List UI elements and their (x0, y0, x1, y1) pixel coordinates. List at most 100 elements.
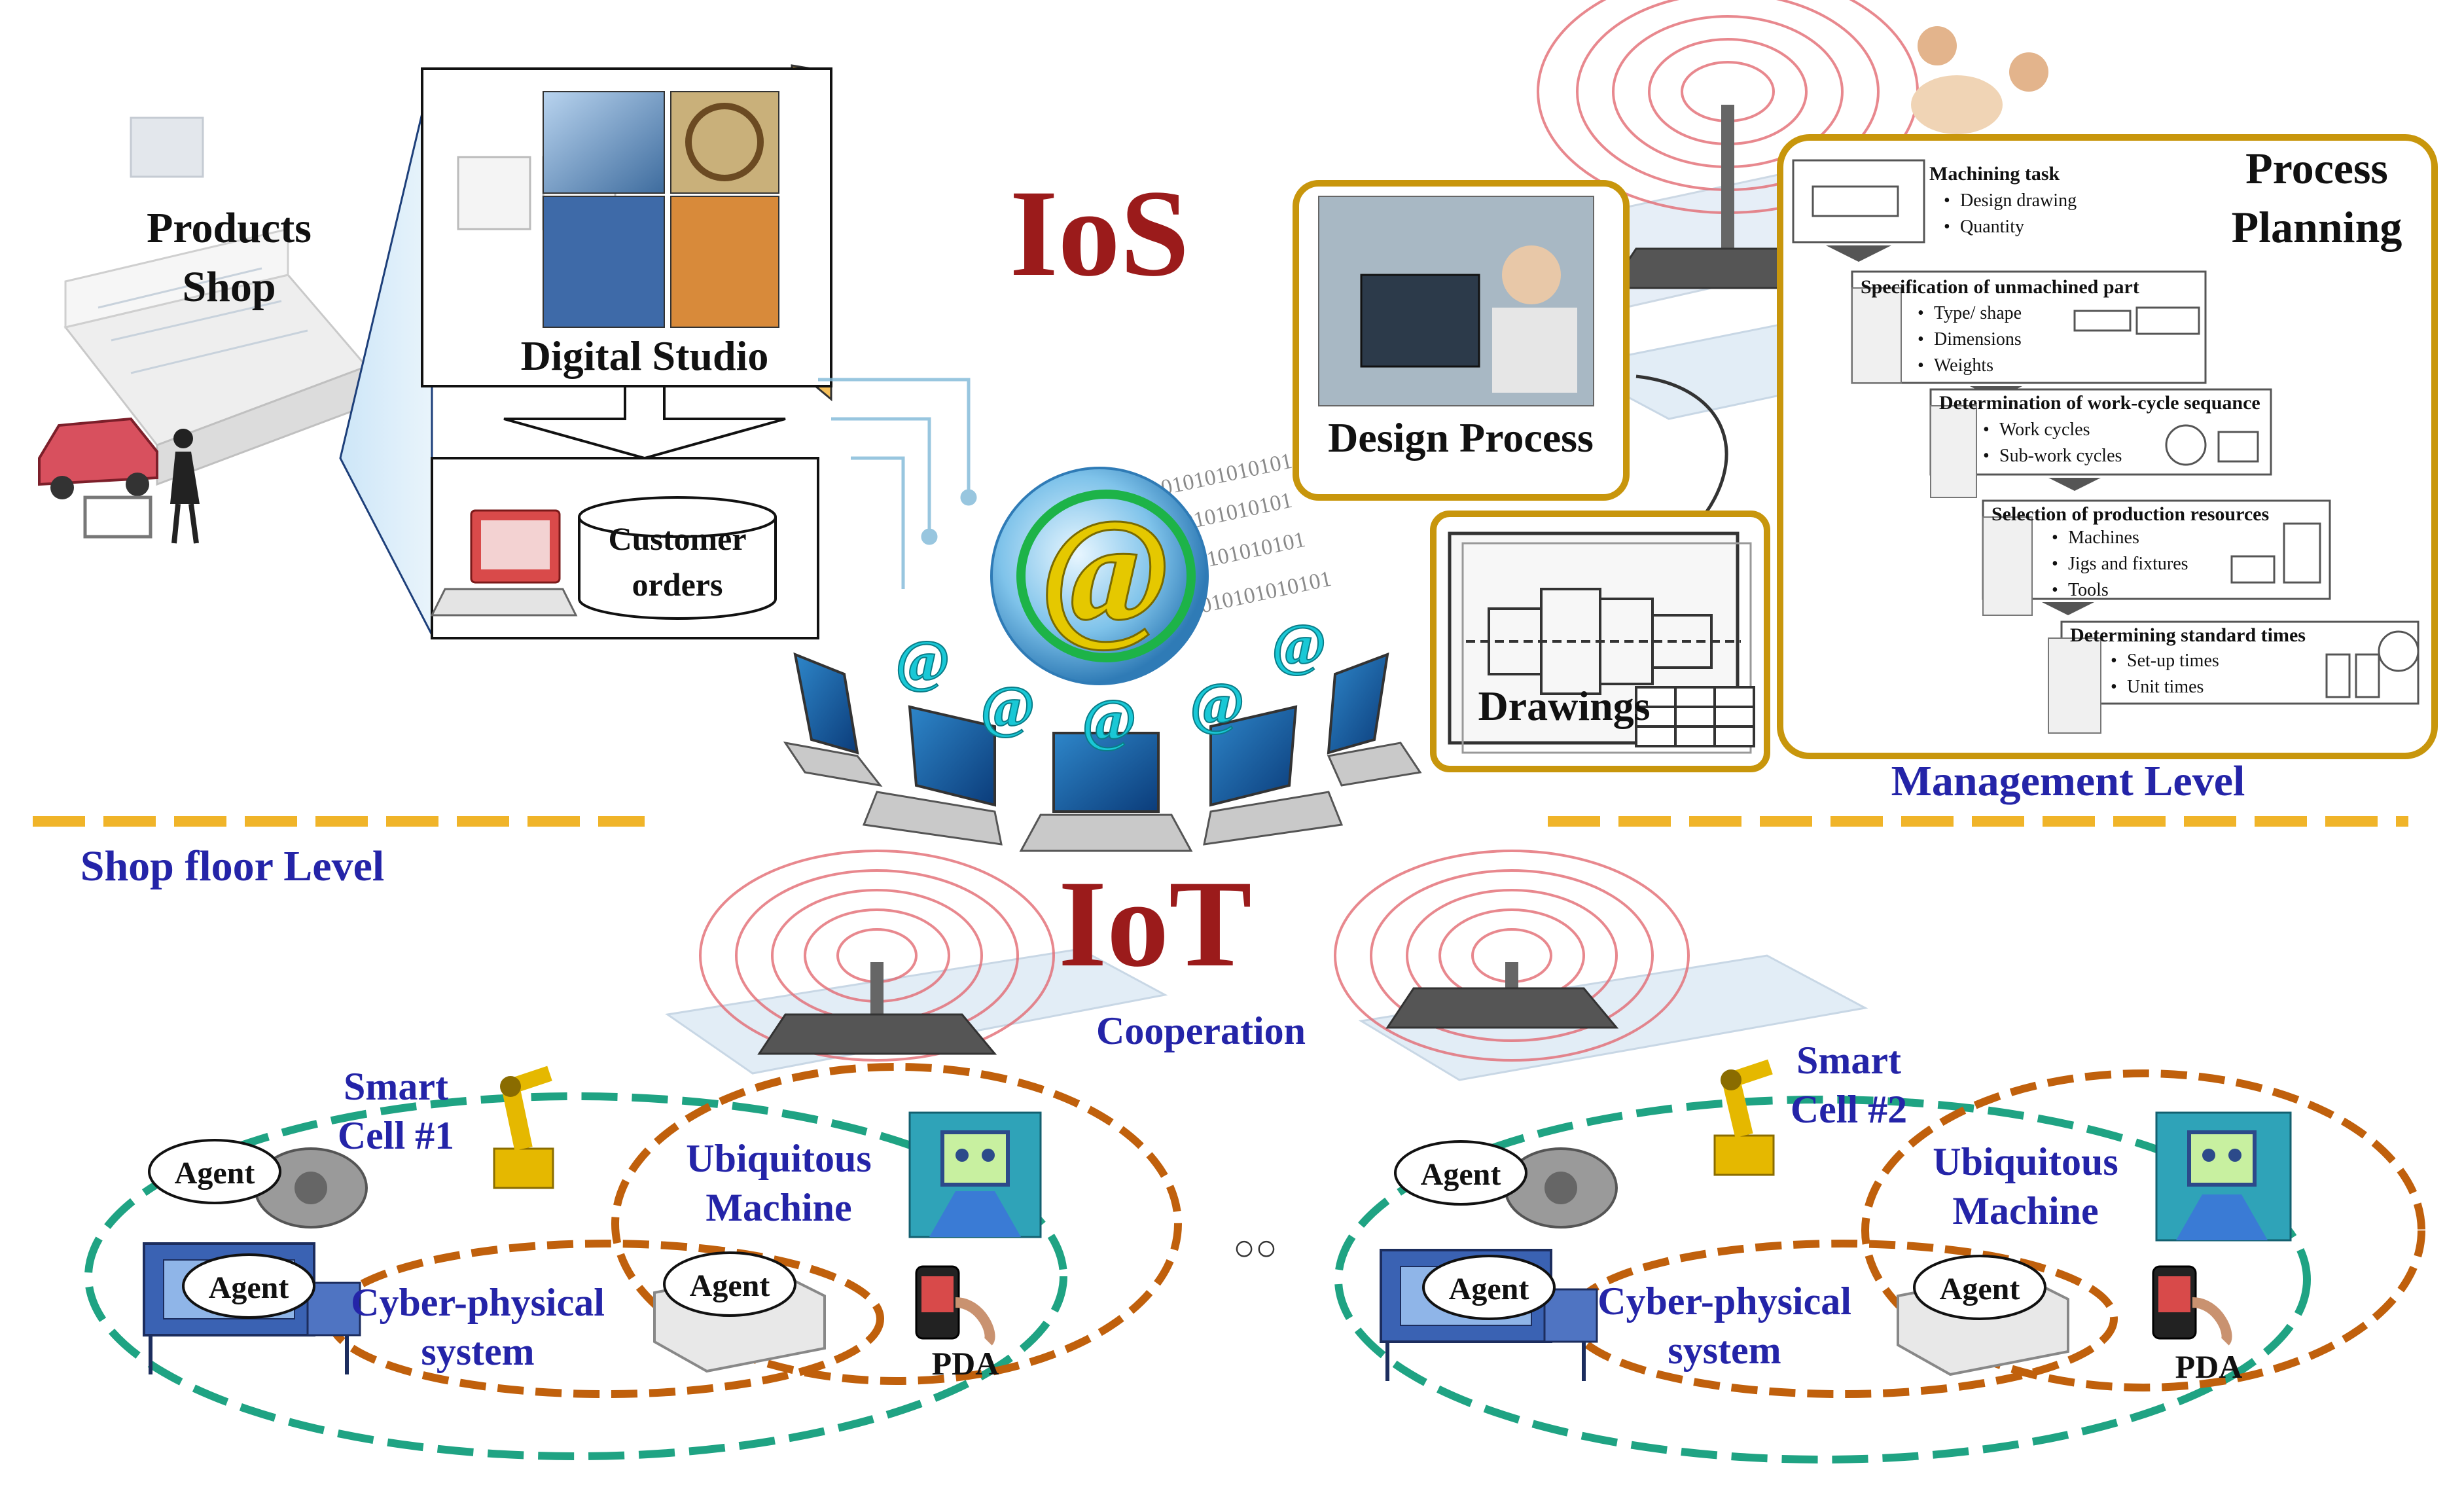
products-shop-illustration: Products Shop (38, 117, 368, 544)
customer-orders-label-1: Customer (608, 520, 746, 557)
planning-step-5: Determining standard times • Set-up time… (2048, 620, 2419, 734)
design-process-box: Design Process (1293, 180, 1630, 501)
digital-studio-label: Digital Studio (521, 332, 769, 379)
svg-text:•: • (1918, 355, 1924, 376)
steering-wheel-icon (685, 103, 764, 181)
svg-text:•: • (2052, 580, 2058, 600)
agent-label: Agent (209, 1270, 289, 1305)
svg-text:•: • (2111, 651, 2117, 671)
monitor-icon (1360, 274, 1480, 368)
smart-cell-2: Smart Cell #2 Agent Agent Cyber-physical… (1334, 1039, 2425, 1463)
smart-cell-1: Smart Cell #1 Agent Agent Cyber-physical… (84, 1063, 1182, 1460)
smart-cell-2-boundary (1334, 1096, 2311, 1463)
agent-badge (1913, 1255, 2046, 1320)
process-planning-box: Process Planning Machining task • Design… (1777, 134, 2438, 759)
svg-text:•: • (2111, 677, 2117, 697)
planning-step-1: Machining task • Design drawing • Quanti… (1792, 159, 2077, 262)
svg-text:•: • (1918, 329, 1924, 350)
at-symbol-4-icon: @ (1190, 672, 1245, 736)
ubiquitous-machine-1-boundary (611, 1063, 1182, 1385)
smart-cell-1-label-1: Smart (344, 1065, 448, 1108)
workers-icon (1911, 26, 2048, 134)
svg-text:Selection of production resour: Selection of production resources (1991, 503, 2269, 525)
svg-text:Weights: Weights (1934, 355, 1993, 376)
agent-badge (1422, 1255, 1556, 1320)
agent-label: Agent (1940, 1272, 2020, 1306)
svg-text:•: • (1918, 303, 1924, 323)
drawings-label: Drawings (1478, 683, 1650, 729)
planning-step-4: Selection of production resources • Mach… (1982, 499, 2331, 616)
process-planning-title-2: Planning (2232, 202, 2402, 252)
ubiquitous-machine-2-label-2: Machine (1952, 1189, 2098, 1232)
pda-label: PDA (2175, 1348, 2243, 1385)
laptop-3-icon (1019, 732, 1193, 852)
at-symbol-3-icon: @ (1082, 688, 1137, 753)
designer-icon (1502, 245, 1561, 304)
svg-text:Quantity: Quantity (1960, 217, 2024, 237)
cps-2-label-1: Cyber-physical (1598, 1280, 1851, 1323)
ubiquitous-machine-2-label-1: Ubiquitous (1933, 1140, 2118, 1183)
keys-photo (130, 117, 204, 178)
circuit-graphic (818, 378, 977, 589)
agent-label: Agent (690, 1268, 770, 1303)
cooperation-label: Cooperation (1096, 1009, 1306, 1052)
svg-text:Machining task: Machining task (1929, 163, 2060, 185)
svg-text:Work cycles: Work cycles (1999, 420, 2090, 440)
computer-icon (430, 509, 578, 617)
svg-text:Specification of unmachined pa: Specification of unmachined part (1861, 276, 2139, 298)
svg-text:Determining standard times: Determining standard times (2070, 624, 2306, 646)
smart-cell-1-boundary (84, 1092, 1067, 1460)
agent-badge (148, 1139, 281, 1204)
robot-arm-icon (493, 1066, 554, 1189)
at-symbol-icon: @ (1043, 488, 1168, 655)
ios-title: IoS (1010, 165, 1190, 302)
at-symbol-1-icon: @ (895, 629, 950, 694)
gearbox-icon (254, 1147, 368, 1229)
smart-cell-2-label-2: Cell #2 (1791, 1088, 1907, 1131)
pda-icon (915, 1265, 995, 1346)
svg-text:Machines: Machines (2068, 528, 2139, 548)
iot-title: IoT (1058, 855, 1252, 993)
laptop-1-icon (783, 652, 883, 787)
studio-photos (543, 91, 779, 328)
planning-step-3: Determination of work-cycle sequance • W… (1929, 388, 2272, 498)
svg-text:Sub-work cycles: Sub-work cycles (1999, 446, 2122, 466)
agent-label: Agent (1449, 1272, 1529, 1306)
cps-1-label-2: system (421, 1330, 534, 1373)
svg-text:Set-up times: Set-up times (2127, 651, 2219, 671)
design-process-label: Design Process (1328, 414, 1594, 461)
iot-antennas (665, 850, 1868, 1081)
more-cells-ellipsis: ○○ (1233, 1228, 1277, 1268)
management-level-label: Management Level (1891, 757, 2245, 805)
design-to-drawings-arrow (1635, 374, 1728, 528)
agent-badge (663, 1251, 796, 1317)
car-icon (38, 417, 158, 499)
arrow-down-icon (503, 385, 786, 460)
network-hub: 1010101010101 1010101010101 101010101010… (783, 449, 1422, 852)
pda-label: PDA (932, 1345, 999, 1382)
products-shop-label-1: Products (147, 204, 312, 252)
agent-label: Agent (1421, 1157, 1501, 1192)
ubiquitous-robot-icon (2155, 1111, 2292, 1242)
ubiquitous-robot-icon (908, 1111, 1042, 1238)
drawings-box: Drawings (1430, 511, 1770, 772)
ubiquitous-machine-2-boundary (1861, 1069, 2425, 1391)
products-shop-label-2: Shop (182, 263, 276, 311)
svg-text:•: • (2052, 528, 2058, 548)
svg-text:•: • (1944, 217, 1950, 237)
laptop-2-icon (862, 705, 1003, 846)
svg-text:Type/ shape: Type/ shape (1934, 303, 2022, 323)
shopping-cart-icon (83, 495, 152, 539)
shopper-icon (83, 429, 200, 544)
digital-studio-box: Digital Studio Customer orders (339, 64, 832, 639)
smart-cell-2-label-1: Smart (1796, 1039, 1901, 1082)
svg-text:•: • (1983, 420, 1990, 440)
planning-step-2: Specification of unmachined part • Type/… (1851, 270, 2207, 399)
pda-icon (2152, 1265, 2232, 1346)
svg-text:•: • (1944, 190, 1950, 211)
clock-icon (2378, 630, 2419, 672)
svg-text:•: • (2052, 554, 2058, 574)
at-symbol-2-icon: @ (980, 675, 1035, 740)
